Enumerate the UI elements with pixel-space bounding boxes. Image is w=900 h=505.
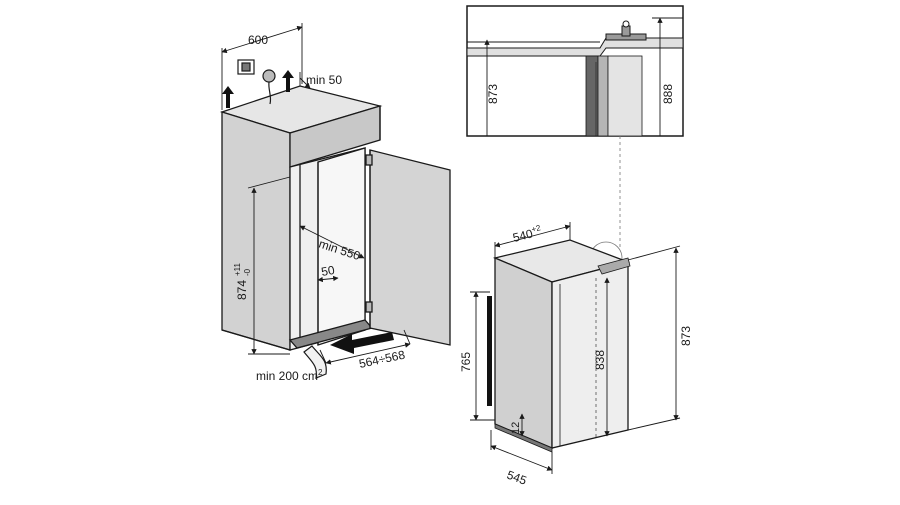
cabinet-height-dimension [247,176,291,355]
detail-panel: 873 888 [466,5,684,137]
appliance-side-height-dimension [470,291,495,421]
vent-area-label: min 200 cm2 [256,368,323,383]
vent-arrow-right-icon [282,70,294,92]
cabinet-height-tol-minus: -0 [243,268,252,276]
appliance-front-height-label: 838 [593,350,607,370]
socket-icon [237,59,255,75]
inner-depth-dimension [299,225,365,259]
appliance-depth-label: 545 [505,468,529,488]
detail-bracket [605,20,647,41]
vent-area-text: min 200 cm [256,369,318,383]
cabinet-height-label-group: 874 +11 -0 [233,262,252,300]
appliance-total-height-label: 873 [679,326,693,346]
appliance-width-tol: +2 [531,223,543,234]
top-clearance-dimension [299,72,311,89]
gap-label: 50 [320,263,336,279]
niche-width-label: 564÷568 [358,347,407,370]
appliance-width-dimension [494,222,571,258]
cabinet-height-label: 874 [235,280,249,300]
cabinet-drawing [219,85,451,351]
vent-area-exp: 2 [318,368,323,377]
cabinet-width-label: 600 [248,33,268,47]
appliance-drawing [487,239,631,453]
cabinet-door [369,149,451,346]
cabinet-left-side [221,111,291,351]
base-gap-label: 12 [510,422,522,434]
plug-icon [262,69,276,105]
appliance-total-height-dimension [627,245,681,431]
gap-dimension [317,275,339,283]
cabinet-width-dimension [221,23,303,110]
cabinet-height-tol-plus: +11 [233,262,242,276]
vent-arrow-left-icon [222,86,234,108]
vent-duct [303,345,327,379]
appliance-width-label: 540+2 [511,223,543,245]
appliance-side-height-label: 765 [459,352,473,372]
detail-height-inner-label: 873 [486,84,500,104]
detail-height-outer-label: 888 [661,84,675,104]
appliance-depth-dimension [490,430,553,474]
appliance-front [551,261,629,449]
top-clearance-label: min 50 [306,73,342,87]
vent-up-arrows [222,70,294,108]
appliance-width-text: 540 [511,226,534,245]
niche-width-dimension [319,329,411,365]
appliance-side [494,257,553,449]
